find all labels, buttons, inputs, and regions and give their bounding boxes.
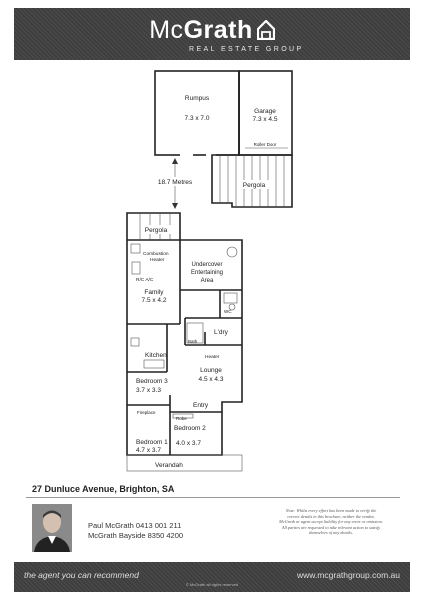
family-size: 7.5 x 4.2 (142, 297, 167, 304)
disclaimer-line: All parties are requested to take releva… (281, 524, 381, 530)
divider (26, 497, 400, 498)
lounge-label: Lounge (200, 367, 222, 374)
brand-name-light: Mc (149, 16, 184, 44)
entry-label: Entry (193, 402, 209, 409)
combustion-heater-unit (130, 243, 141, 254)
disclaimer-line: correct details in this brochure, neithe… (287, 513, 375, 519)
footer-tagline: the agent you can recommend (24, 570, 139, 580)
bedroom1-size: 4.7 x 3.7 (136, 447, 161, 454)
pergola-house: Pergola (127, 213, 180, 241)
entertaining-label-2: Entertaining (191, 270, 223, 276)
pergola-house-label: Pergola (145, 227, 168, 234)
garage-label: Garage (254, 108, 276, 115)
combustion-heater-label-1: Combustion (143, 251, 169, 257)
fridge-icon (130, 337, 140, 347)
rumpus-label: Rumpus (185, 95, 210, 102)
fireplace-label: Fireplace (137, 410, 156, 415)
agent-name-phone: Paul McGrath 0413 001 211 (88, 521, 182, 530)
wc-fixture (223, 292, 238, 304)
combustion-heater-label-2: Heater (150, 257, 165, 263)
agent-office-phone: McGrath Bayside 8350 4200 (88, 531, 184, 540)
roller-door-label: Roller Door (254, 142, 277, 147)
toilet-icon (228, 303, 236, 311)
pergola-outbuilding: Pergola (211, 154, 293, 208)
laundry-label: L'dry (214, 329, 229, 336)
bedroom2-size: 4.0 x 3.7 (176, 440, 201, 447)
plant-icon (226, 246, 238, 258)
entertaining-label-1: Undercover (191, 262, 222, 268)
robe-label: Robe (176, 416, 187, 421)
header-banner: McGrath REAL ESTATE GROUP (14, 8, 410, 60)
lounge-size: 4.5 x 4.3 (199, 376, 224, 383)
heater-label: Heater (205, 354, 220, 360)
brand-name-bold: Grath (183, 16, 253, 44)
house-icon (256, 20, 275, 40)
family-label: Family (144, 289, 164, 296)
property-address: 27 Dunluce Avenue, Brighton, SA (32, 484, 175, 494)
footer-banner: the agent you can recommend www.mcgrathg… (14, 562, 410, 592)
brand-subtitle: REAL ESTATE GROUP (189, 46, 304, 53)
bath-label: Bath (188, 339, 198, 344)
disclaimer-line: Note: Whilst every effort has been made … (285, 508, 377, 513)
bathtub-icon (186, 322, 204, 344)
floor-plan: Rumpus 7.3 x 7.0 Garage 7.3 x 4.5 Roller… (126, 70, 293, 472)
ac-label: R/C A/C (136, 277, 154, 283)
footer-website-link[interactable]: www.mcgrathgroup.com.au (297, 570, 400, 580)
disclaimer-line: McGrath or agent accept liability for an… (279, 519, 383, 525)
person-icon (32, 504, 72, 552)
pergola-outbuilding-label: Pergola (243, 182, 266, 189)
rumpus-room (154, 70, 240, 156)
distance-label: 18.7 Metres (158, 179, 193, 186)
brand-logo: McGrath (14, 16, 410, 45)
disclaimer-text: Note: Whilst every effort has been made … (258, 508, 404, 536)
robe-unit (172, 413, 194, 419)
bedroom3-size: 3.7 x 3.3 (136, 387, 161, 394)
verandah (126, 454, 243, 472)
kitchen-bench (143, 359, 165, 369)
rumpus-size: 7.3 x 7.0 (185, 115, 210, 122)
air-conditioner-unit (131, 261, 141, 275)
garage-size: 7.3 x 4.5 (253, 116, 278, 123)
verandah-label: Verandah (155, 462, 183, 469)
bedroom2-label: Bedroom 2 (174, 425, 206, 432)
bedroom3-label: Bedroom 3 (136, 378, 168, 385)
footer-copyright: © McGrath all rights reserved (185, 582, 239, 587)
kitchen-label: Kitchen (145, 352, 167, 359)
entertaining-label-3: Area (201, 278, 214, 284)
wc-label: WC (224, 309, 232, 314)
disclaimer-line: themselves of any details. (309, 530, 353, 536)
distance-dimension: 18.7 Metres (150, 158, 200, 209)
bedroom1-label: Bedroom 1 (136, 439, 168, 446)
